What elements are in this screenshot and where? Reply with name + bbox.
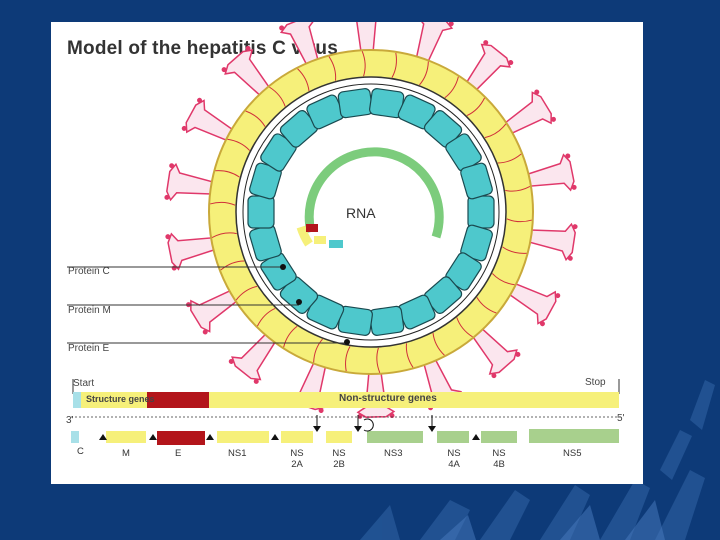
genome-map — [71, 379, 621, 445]
virus-diagram — [51, 22, 643, 484]
rna-label: RNA — [346, 205, 376, 221]
structure-genes-label: Structure genes — [86, 394, 155, 404]
segment-label-c: C — [77, 446, 84, 457]
start-label: Start — [73, 378, 94, 389]
non-structure-genes-label: Non-structure genes — [339, 393, 437, 404]
rna-marker-red — [306, 224, 318, 232]
rna-marker-cyan — [329, 240, 343, 248]
envelope-spike — [347, 22, 385, 53]
stop-label: Stop — [585, 377, 606, 388]
capsid-protein-block — [468, 196, 494, 228]
capsid-protein-block — [248, 196, 274, 228]
gene-bar-cyan — [73, 392, 81, 408]
capsid-protein-block — [338, 88, 373, 118]
segment-label-ns4b: NS 4B — [488, 448, 510, 470]
five-prime-label: 5' — [617, 413, 624, 424]
segment-label-m: M — [122, 448, 130, 459]
segment-label-ns4a: NS 4A — [443, 448, 465, 470]
rna-marker-yellow — [314, 236, 326, 244]
segment-label-ns1: NS1 — [228, 448, 246, 459]
protein-c-label: Protein C — [68, 266, 110, 277]
structure-genes-red — [147, 392, 209, 408]
envelope-spike — [526, 218, 578, 262]
protein-m-label: Protein M — [68, 305, 111, 316]
capsid-protein-block — [369, 306, 404, 336]
segment-label-ns3: NS3 — [384, 448, 402, 459]
three-prime-label: 3' — [66, 415, 73, 426]
envelope-spike — [164, 163, 216, 207]
protein-e-label: Protein E — [68, 343, 109, 354]
segment-label-ns5: NS5 — [563, 448, 581, 459]
slide-card: Model of the hepatitis C virus — [51, 22, 643, 484]
segment-label-ns2a: NS 2A — [286, 448, 308, 470]
segment-label-ns2b: NS 2B — [328, 448, 350, 470]
segment-label-e: E — [175, 448, 181, 459]
